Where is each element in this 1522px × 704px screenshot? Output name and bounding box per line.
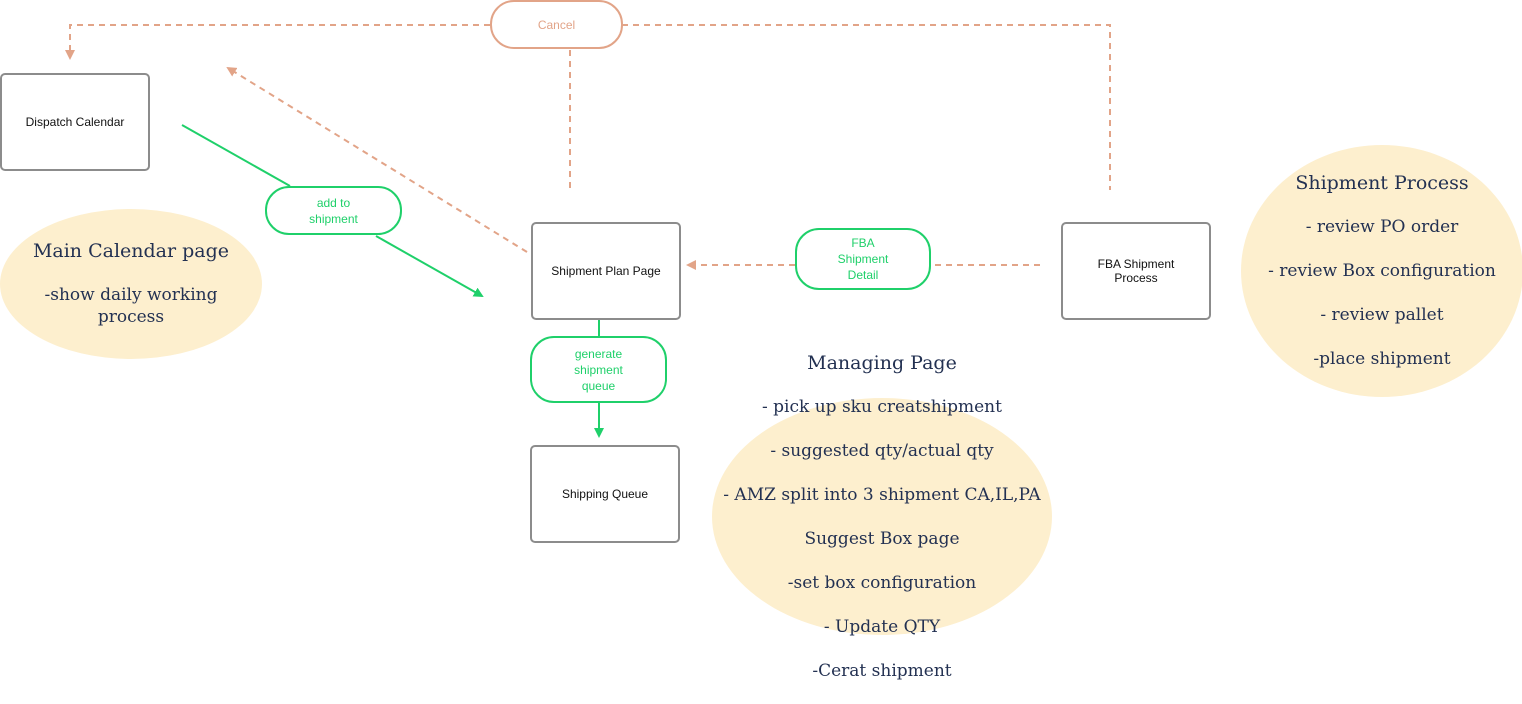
managing-page-note-line: Suggest Box page [804,528,960,549]
managing-page-note-line: - suggested qty/actual qty [770,440,994,461]
cancel-action-label: Cancel [537,17,576,32]
connector-layer [65,24,1111,438]
shipment-process-note-title: Shipment Process [1295,172,1469,194]
back-to-calendar-connector [226,66,528,253]
add-to-shipment-connector-top [181,124,291,187]
cancel-return-connector [65,24,490,60]
shipment-process-note-line: - review Box configuration [1268,261,1496,281]
managing-page-note-line: - Update QTY [823,616,941,637]
shipping-queue-label: Shipping Queue [561,487,649,501]
add-to-shipment-label: add to shipment [309,195,358,226]
generate-shipment-queue-label: generate shipment queue [574,346,623,393]
dispatch-calendar-label: Dispatch Calendar [25,115,125,129]
cancel-action[interactable]: Cancel [490,0,623,49]
shipment-process-note: Shipment Process - review PO order - rev… [1241,145,1522,397]
fba-shipment-process-label: FBA Shipment Process [1097,257,1175,285]
managing-page-note: Managing Page - pick up sku creatshipmen… [712,352,1052,681]
generate-shipment-queue-action[interactable]: generate shipment queue [530,336,667,403]
add-to-shipment-action[interactable]: add to shipment [265,186,402,235]
fba-shipment-detail-action[interactable]: FBA Shipment Detail [795,228,931,290]
managing-page-note-line: - AMZ split into 3 shipment CA,IL,PA [723,484,1041,505]
managing-page-note-line: -set box configuration [787,572,977,593]
main-calendar-note-line: -show daily working process [44,285,218,327]
managing-page-note-line: - pick up sku creatshipment [762,396,1002,417]
managing-page-note-line: -Cerat shipment [812,660,952,681]
main-calendar-note: Main Calendar page -show daily working p… [0,209,262,359]
managing-page-note-title: Managing Page [807,351,957,374]
main-calendar-note-title: Main Calendar page [32,240,230,262]
fba-shipment-detail-label: FBA Shipment Detail [837,236,889,282]
shipment-plan-page-box[interactable]: Shipment Plan Page [531,222,681,320]
dispatch-calendar-box[interactable]: Dispatch Calendar [0,73,150,171]
shipment-process-note-line: -place shipment [1313,349,1451,369]
add-to-shipment-connector-bottom [375,235,484,297]
shipment-plan-page-label: Shipment Plan Page [551,264,661,278]
shipping-queue-box[interactable]: Shipping Queue [530,445,680,543]
shipment-process-note-line: - review PO order [1305,217,1459,237]
cancel-from-fba-connector [622,24,1111,190]
shipment-process-note-line: - review pallet [1320,305,1444,325]
fba-shipment-process-box[interactable]: FBA Shipment Process [1061,222,1211,320]
